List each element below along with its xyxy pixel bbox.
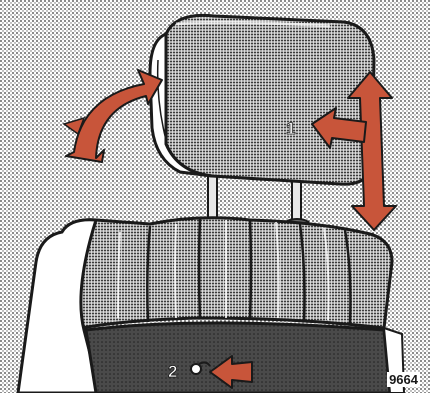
headrest — [150, 15, 374, 184]
callout-2-label: 2 — [168, 362, 177, 381]
callout-1-label: 1 — [286, 119, 295, 138]
figure-code: 9664 — [387, 372, 420, 387]
seat-back — [18, 218, 404, 393]
